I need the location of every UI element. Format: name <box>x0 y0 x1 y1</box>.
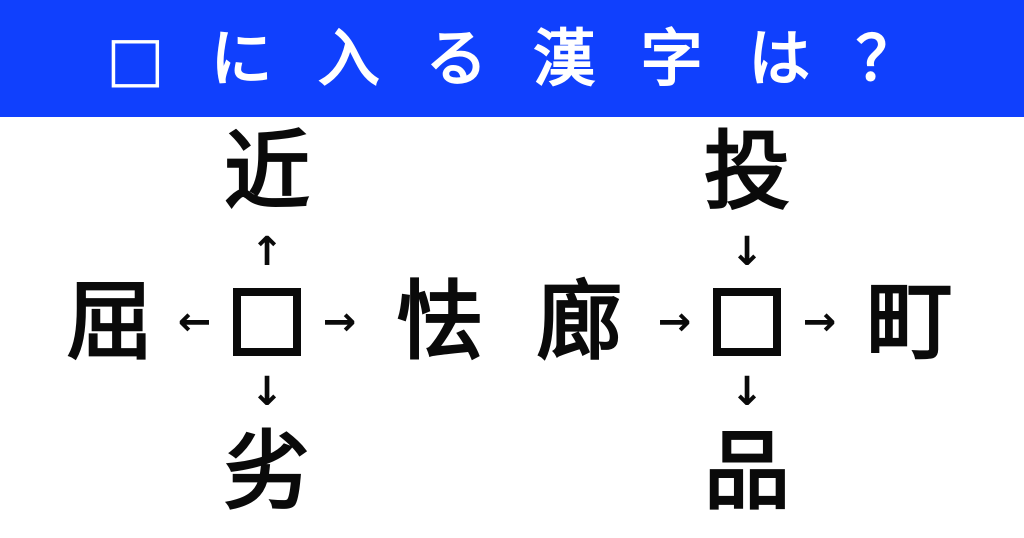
right-puzzle-left-kanji: 廊 <box>536 272 623 372</box>
header-banner: □ に 入 る 漢 字 は ？ <box>0 0 1024 117</box>
left-puzzle-left-arrow-icon: ← <box>177 299 212 345</box>
puzzle-area: 近 ↑ 屈 ← → 怯 ↓ 劣 投 ↓ 廊 → → 町 ↓ <box>0 117 1024 538</box>
left-puzzle-bottom-arrow-icon: ↓ <box>250 369 284 415</box>
empty-square-icon[interactable] <box>233 288 301 356</box>
right-puzzle-bottom-kanji: 品 <box>704 422 790 522</box>
left-puzzle-right-arrow-icon: → <box>322 299 357 345</box>
right-puzzle: 投 ↓ 廊 → → 町 ↓ 品 <box>512 117 972 538</box>
right-puzzle-bottom-arrow-icon: ↓ <box>730 369 764 415</box>
left-puzzle-right-kanji: 怯 <box>396 272 483 372</box>
right-puzzle-center-slot[interactable] <box>713 288 781 356</box>
left-puzzle-center-slot[interactable] <box>233 288 301 356</box>
right-puzzle-top-kanji: 投 <box>704 122 790 222</box>
right-puzzle-right-arrow-icon: → <box>802 299 837 345</box>
left-puzzle-left-kanji: 屈 <box>66 272 153 372</box>
page-title: □ に 入 る 漢 字 は ？ <box>106 21 930 95</box>
empty-square-icon[interactable] <box>713 288 781 356</box>
left-puzzle-bottom-kanji: 劣 <box>224 422 310 522</box>
left-puzzle-top-arrow-icon: ↑ <box>250 229 284 275</box>
right-puzzle-right-kanji: 町 <box>866 272 953 372</box>
left-puzzle: 近 ↑ 屈 ← → 怯 ↓ 劣 <box>52 117 512 538</box>
left-puzzle-top-kanji: 近 <box>224 122 310 222</box>
right-puzzle-top-arrow-icon: ↓ <box>730 229 764 275</box>
right-puzzle-left-arrow-icon: → <box>657 299 692 345</box>
